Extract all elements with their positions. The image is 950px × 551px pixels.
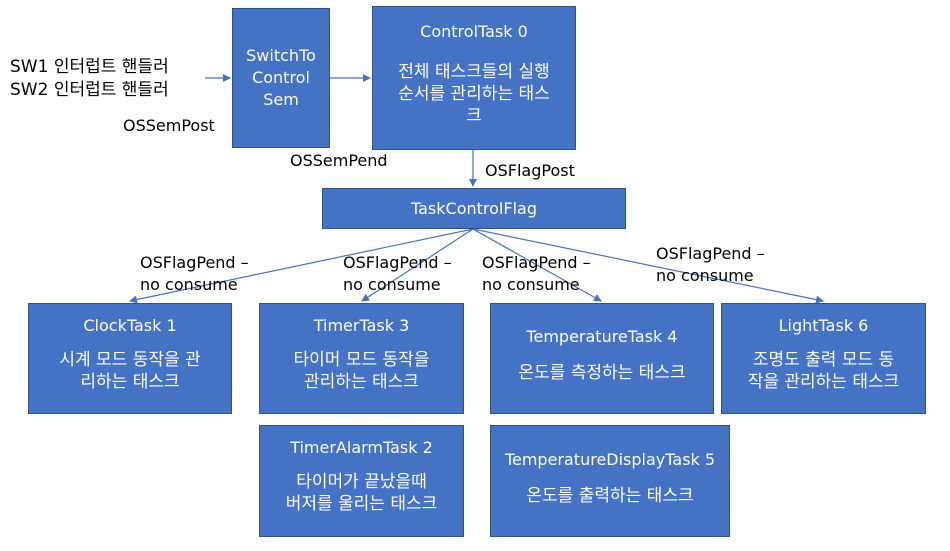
os-sem-post-label: OSSemPost: [123, 116, 215, 135]
timer-task-title: TimerTask 3: [313, 316, 410, 335]
arrow-flag-to-timertask: [361, 228, 474, 302]
switch-to-control-sem-title: SwitchTo Control Sem: [246, 46, 316, 109]
os-sem-pend-label: OSSemPend: [290, 151, 388, 170]
task-control-flag-box: TaskControlFlag: [322, 188, 626, 229]
os-flag-post-label: OSFlagPost: [485, 161, 575, 180]
sw1-interrupt-handler-label: SW1 인터럽트 핸들러: [10, 57, 169, 77]
timer-alarm-task-title: TimerAlarmTask 2: [290, 438, 433, 457]
task-control-flag-title: TaskControlFlag: [411, 198, 537, 218]
flag-pend-clock-label: OSFlagPend – no consume: [140, 253, 249, 294]
clock-task-title: ClockTask 1: [83, 316, 177, 335]
control-task-box: ControlTask 0 전체 태스크들의 실행 순서를 관리하는 태스 크: [372, 6, 576, 150]
switch-to-control-sem-box: SwitchTo Control Sem: [232, 8, 330, 148]
control-task-desc: 전체 태스크들의 실행 순서를 관리하는 태스 크: [398, 62, 550, 126]
light-task-title: LightTask 6: [778, 316, 869, 335]
light-task-box: LightTask 6 조명도 출력 모드 동 작을 관리하는 태스크: [721, 303, 926, 414]
arrow-flag-to-temperaturetask: [472, 228, 602, 302]
flag-pend-light-label: OSFlagPend – no consume: [656, 244, 765, 285]
flag-pend-timer-label: OSFlagPend – no consume: [343, 253, 452, 294]
timer-task-desc: 타이머 모드 동작을 관리하는 태스크: [293, 350, 430, 392]
temperature-display-task-desc: 온도를 출력하는 태스크: [526, 486, 694, 506]
timer-alarm-task-desc: 타이머가 끝났을때 버저를 울리는 태스크: [285, 472, 438, 514]
temperature-task-desc: 온도를 측정하는 태스크: [518, 363, 686, 383]
timer-task-box: TimerTask 3 타이머 모드 동작을 관리하는 태스크: [259, 303, 464, 414]
flag-pend-temperature-label: OSFlagPend – no consume: [482, 253, 591, 294]
temperature-task-box: TemperatureTask 4 온도를 측정하는 태스크: [490, 303, 714, 414]
timer-alarm-task-box: TimerAlarmTask 2 타이머가 끝났을때 버저를 울리는 태스크: [259, 425, 464, 537]
control-task-title: ControlTask 0: [420, 22, 528, 41]
light-task-desc: 조명도 출력 모드 동 작을 관리하는 태스크: [747, 350, 900, 392]
arrow-flag-to-clocktask: [129, 228, 474, 304]
sw2-interrupt-handler-label: SW2 인터럽트 핸들러: [10, 80, 169, 100]
temperature-display-task-box: TemperatureDisplayTask 5 온도를 출력하는 태스크: [490, 425, 730, 537]
arrow-flag-to-lighttask: [472, 228, 824, 304]
clock-task-desc: 시계 모드 동작을 관 리하는 태스크: [59, 350, 201, 392]
clock-task-box: ClockTask 1 시계 모드 동작을 관 리하는 태스크: [28, 303, 232, 414]
temperature-task-title: TemperatureTask 4: [526, 327, 678, 346]
temperature-display-task-title: TemperatureDisplayTask 5: [504, 450, 716, 469]
